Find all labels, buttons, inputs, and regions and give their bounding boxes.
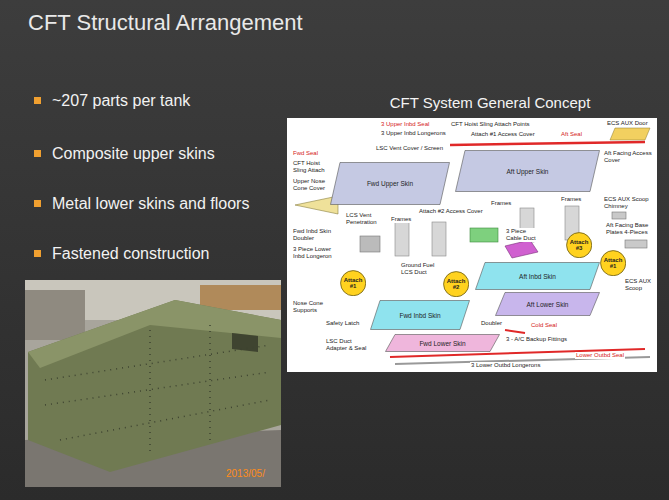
part-name: Nose Cone Supports bbox=[292, 300, 332, 314]
callout-circle bbox=[340, 270, 365, 295]
skin-shape bbox=[476, 263, 600, 290]
skin-panel: Aft Lower Skin bbox=[495, 292, 600, 316]
part-name: ECS AUX Scoop bbox=[624, 278, 656, 292]
rivet-column bbox=[209, 325, 211, 440]
callout-text: Attach #1 bbox=[603, 257, 623, 269]
attach-callout: Attach #2 bbox=[443, 271, 469, 297]
attach-callout: Attach #1 bbox=[600, 250, 626, 276]
part-name: CFT Hoist Sling Attach bbox=[292, 160, 332, 174]
seal-name: Fwd Seal bbox=[292, 150, 319, 157]
part-name: Attach #1 Access Cover bbox=[470, 131, 536, 138]
part-name: Fwd Lower Skin bbox=[419, 340, 465, 347]
skin-shape bbox=[371, 301, 470, 330]
seal-name: Lower Outbd Seal bbox=[575, 352, 625, 359]
part-name: Fwd Upper Skin bbox=[367, 180, 413, 187]
callout-circle bbox=[566, 232, 591, 257]
bullet-text: Composite upper skins bbox=[52, 145, 215, 163]
part-name: Attach #2 Access Cover bbox=[418, 208, 484, 215]
photo bbox=[25, 280, 281, 487]
callout-text: Attach #1 bbox=[343, 277, 363, 289]
skin-shape bbox=[386, 335, 500, 352]
part-name: Aft Upper Skin bbox=[507, 168, 549, 175]
slide-title: CFT Structural Arrangement bbox=[28, 10, 303, 35]
callout-circle bbox=[600, 250, 625, 275]
upper-seal bbox=[450, 142, 645, 145]
part-name: 3 Lower Outbd Longerons bbox=[470, 362, 541, 369]
frame bbox=[432, 222, 446, 256]
date-stamp: 2013/05/ bbox=[226, 468, 265, 480]
part-name: Fwd Inbd Skin bbox=[399, 312, 440, 319]
bullet-square bbox=[34, 250, 41, 257]
part-name: ECS AUX Door bbox=[606, 120, 649, 127]
part-name: Frames bbox=[390, 216, 412, 223]
skin-panel: Aft Upper Skin bbox=[455, 150, 600, 192]
rivet-row bbox=[60, 400, 270, 440]
seal-name: 3 Upper Inbd Seal bbox=[380, 121, 430, 128]
tank-upper-face bbox=[28, 300, 281, 368]
bullet-text: Fastened construction bbox=[52, 245, 209, 263]
tank-cutout bbox=[232, 333, 258, 352]
attach-callout: Attach #1 bbox=[340, 270, 366, 296]
panel-heading: CFT System General Concept bbox=[287, 92, 657, 111]
ecs-aux-door bbox=[610, 128, 650, 140]
skin-shape bbox=[456, 151, 600, 192]
scoop-chimney bbox=[612, 212, 626, 219]
part-name: 3 Piece Lower Inbd Longeron bbox=[292, 246, 340, 260]
photo-ground bbox=[25, 280, 281, 487]
part-name: Safety Latch bbox=[325, 320, 360, 327]
lcs-duct bbox=[505, 240, 538, 258]
rivet-column bbox=[149, 330, 151, 455]
skin-panel: Aft Inbd Skin bbox=[475, 262, 600, 290]
photo-wood-stack bbox=[200, 285, 281, 310]
cold-seal bbox=[505, 330, 525, 333]
bullet-square bbox=[34, 200, 41, 207]
skin-panel: Fwd Lower Skin bbox=[385, 334, 500, 352]
bullet-square bbox=[34, 150, 41, 157]
part-name: Aft Inbd Skin bbox=[519, 273, 556, 280]
part-name: LSC Duct Adapter & Seal bbox=[325, 338, 375, 352]
bullet-square bbox=[34, 97, 41, 104]
part-name: 3 - A/C Backup Fittings bbox=[505, 336, 568, 343]
part-name: Fwd Inbd Skin Doubler bbox=[292, 228, 337, 242]
attach-callout: Attach #3 bbox=[566, 232, 592, 258]
part-name: 3 Piece Cable Duct bbox=[505, 228, 541, 242]
rivet-row bbox=[45, 345, 270, 380]
diagram-panel bbox=[287, 118, 657, 372]
frame bbox=[395, 222, 409, 256]
callout-text: Attach #3 bbox=[569, 239, 589, 251]
callout-text: Attach #2 bbox=[446, 278, 466, 290]
photo-equipment bbox=[25, 290, 85, 340]
part-name: LSC Vent Cover / Screen bbox=[375, 145, 444, 152]
diagram-illustration bbox=[287, 118, 657, 372]
part-name: CFT Hoist Sling Attach Points bbox=[450, 121, 531, 128]
seal-name: Aft Seal bbox=[560, 131, 583, 138]
part-name: Upper Nose Cone Cover bbox=[292, 178, 332, 192]
part-name: Aft Facing Access Cover bbox=[603, 150, 653, 164]
rivet-row bbox=[45, 372, 270, 405]
fitting bbox=[360, 236, 380, 252]
part-name: Ground Fuel LCS Duct bbox=[400, 262, 440, 276]
bullet-text: ~207 parts per tank bbox=[52, 92, 190, 110]
skin-panel: Fwd Upper Skin bbox=[330, 162, 450, 205]
part-name: Aft Facing Base Plates 4-Pieces bbox=[605, 222, 655, 236]
part-name: Aft Lower Skin bbox=[527, 301, 569, 308]
skin-panel: Fwd Inbd Skin bbox=[370, 300, 470, 330]
part-name: Frames bbox=[560, 196, 582, 203]
part-name: ECS AUX Scoop Chimney bbox=[603, 196, 653, 210]
bullet-text: Metal lower skins and floors bbox=[52, 195, 249, 213]
part-name: Frames bbox=[490, 200, 512, 207]
seal-name: Cold Seal bbox=[530, 322, 558, 329]
part-name: 3 Upper Inbd Longerons bbox=[380, 130, 447, 137]
part-name: LCS Vent Penetration bbox=[345, 212, 385, 226]
cable-duct bbox=[470, 228, 498, 242]
base-plate bbox=[625, 240, 647, 248]
skin-shape bbox=[331, 163, 450, 205]
callout-circle bbox=[443, 271, 468, 296]
tank-body bbox=[28, 300, 281, 472]
skin-shape bbox=[496, 293, 600, 316]
part-name: Doubler bbox=[480, 320, 503, 327]
